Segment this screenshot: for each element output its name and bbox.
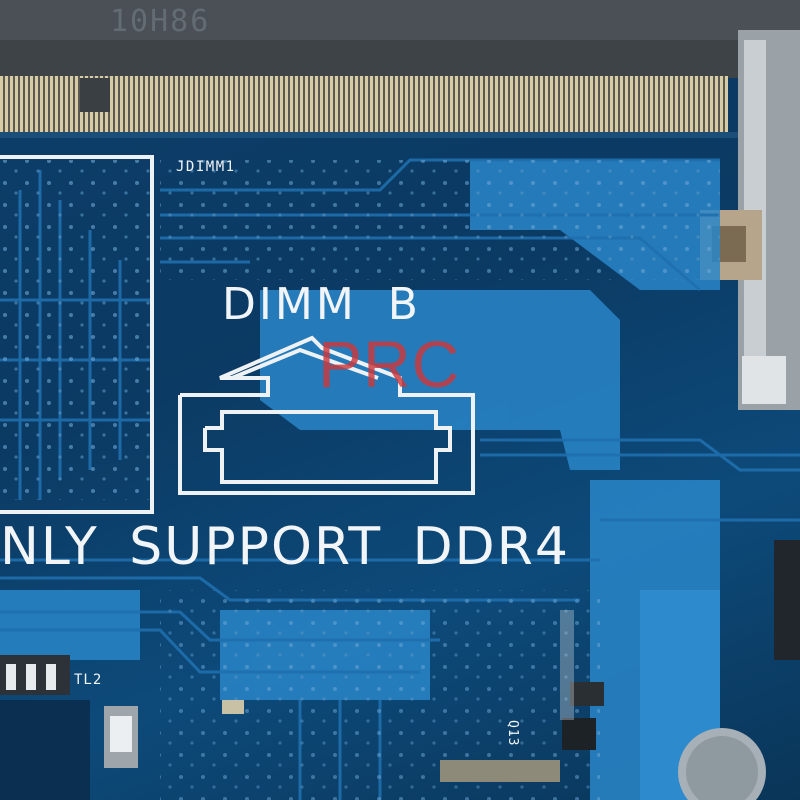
via-field — [160, 160, 720, 280]
slot-part-marking: 10H86 — [110, 4, 211, 39]
smd-components — [0, 540, 800, 800]
dimm-slot-label: DIMM B — [222, 279, 421, 330]
ddr4-support-label: NLY SUPPORT DDR4 — [0, 517, 570, 577]
silkscreen-outline — [0, 155, 154, 514]
reference-designator-jdimm1: JDIMM1 — [176, 159, 236, 175]
reference-designator-tl2: TL2 — [74, 672, 103, 688]
reference-designator-q13: Q13 — [505, 720, 520, 747]
prc-watermark: PRC — [318, 327, 461, 401]
dimm-orientation-symbol — [178, 335, 475, 495]
dimm-slot-pins — [0, 76, 728, 134]
